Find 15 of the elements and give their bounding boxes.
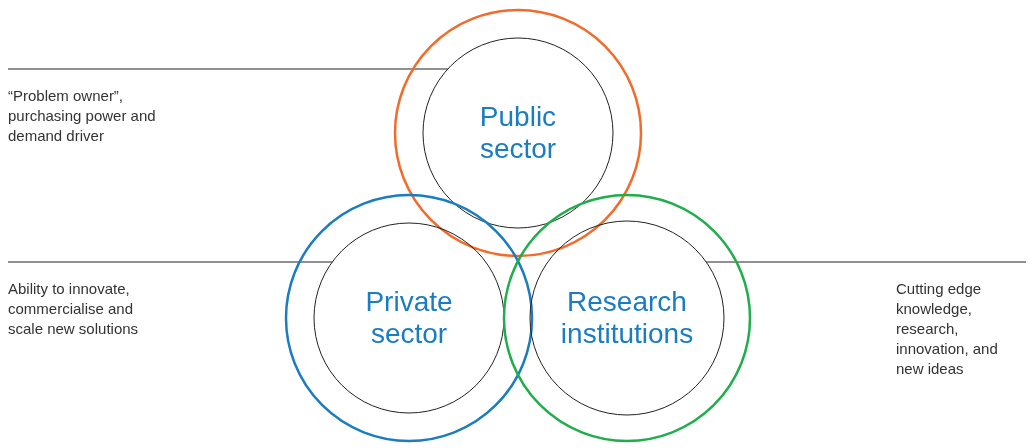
inner-circle [314,223,504,413]
leader-line [7,261,333,263]
outer-ring [286,195,532,441]
description-text: Ability to innovate, commercialise and scale new solutions [8,279,168,339]
sector-label: Research institutions [559,286,695,350]
sector-label: Public sector [478,101,558,165]
leader-line [7,68,449,70]
sector-label: Private sector [364,286,454,350]
inner-circle [423,38,613,228]
description-text: “Problem owner”, purchasing power and demand driver [8,86,168,146]
leader-line [705,261,1027,263]
inner-circle [530,221,724,415]
outer-ring [504,195,750,441]
description-text: Cutting edge knowledge, research, innovation, and new ideas [896,279,1018,379]
outer-ring [395,10,641,256]
